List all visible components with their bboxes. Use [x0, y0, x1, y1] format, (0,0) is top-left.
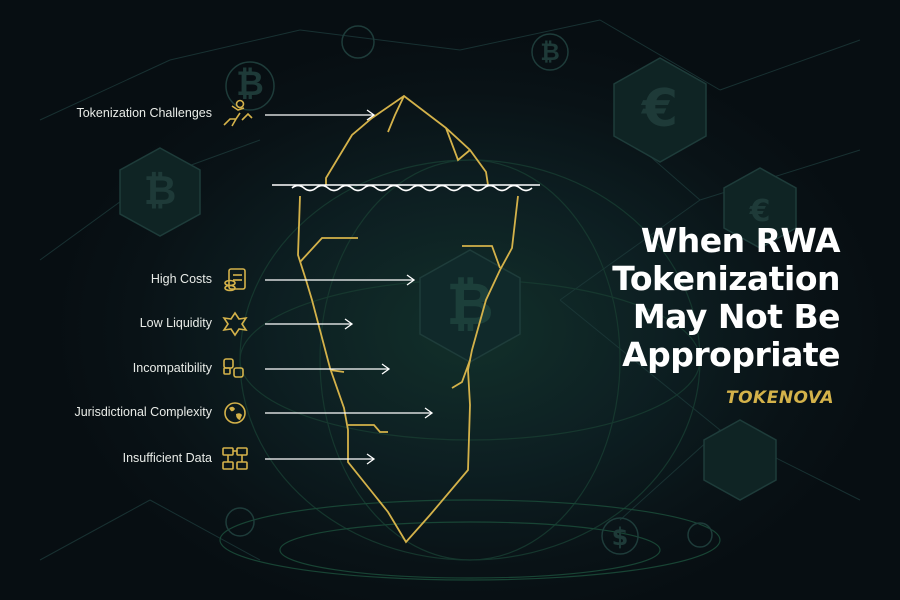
iceberg-body: [297, 195, 519, 544]
svg-text:₿: ₿: [144, 168, 177, 214]
cost-document-icon: [224, 268, 246, 292]
euro-hex-small-icon: [723, 167, 797, 249]
svg-text:€: €: [641, 79, 678, 139]
title-line-4: Appropriate: [622, 335, 840, 374]
svg-text:$: $: [612, 523, 629, 551]
pointer-arrows: [265, 109, 434, 465]
label-insufficient-data: Insufficient Data: [122, 451, 212, 465]
bitcoin-hex-left-icon: [119, 147, 201, 237]
label-tokenization-challenges: Tokenization Challenges: [76, 106, 212, 120]
brand-logo: TOKENOVA: [726, 388, 835, 408]
label-high-costs: High Costs: [150, 272, 212, 286]
svg-text:₿: ₿: [540, 38, 560, 66]
svg-text:€: €: [749, 194, 771, 229]
title-line-2: Tokenization: [612, 259, 840, 298]
person-climbing-icon: [223, 99, 253, 127]
cube-hex-icon: [703, 419, 777, 501]
svg-text:₿: ₿: [446, 270, 493, 338]
liquidity-icon: [222, 311, 248, 337]
label-incompatibility: Incompatibility: [132, 361, 212, 375]
page-title: When RWA Tokenization May Not Be Appropr…: [600, 222, 840, 374]
water-waves: [291, 184, 533, 192]
title-line-3: May Not Be: [632, 297, 841, 336]
svg-text:₿: ₿: [236, 64, 264, 104]
linked-blocks-icon: [223, 358, 244, 378]
globe-icon: [224, 402, 246, 424]
label-jurisdictional-complexity: Jurisdictional Complexity: [74, 405, 212, 419]
euro-hex-icon: [613, 57, 707, 163]
title-line-1: When RWA: [640, 221, 841, 260]
data-nodes-icon: [222, 447, 248, 470]
label-low-liquidity: Low Liquidity: [139, 316, 212, 330]
iceberg-tip: [325, 94, 489, 186]
